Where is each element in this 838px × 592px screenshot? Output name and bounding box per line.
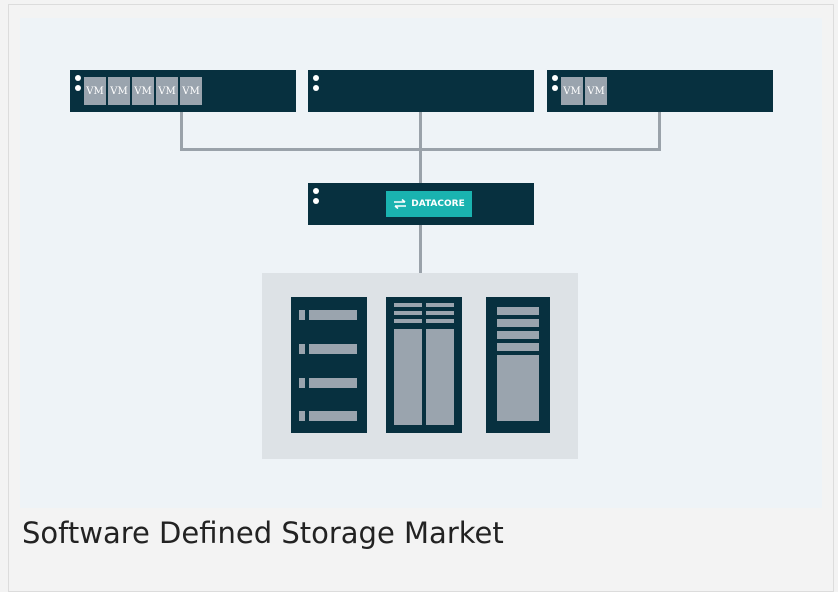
- vm-block: VM: [180, 77, 202, 105]
- drive-slot: [497, 331, 539, 339]
- drive-slot: [497, 343, 539, 351]
- vm-block: VM: [156, 77, 178, 105]
- drive-slot: [394, 303, 422, 307]
- datacore-label: DATACORE: [411, 199, 465, 209]
- datacore-server: DATACORE: [308, 183, 534, 225]
- vm-block: VM: [108, 77, 130, 105]
- host-server-center: [308, 70, 534, 112]
- vm-block: VM: [132, 77, 154, 105]
- status-leds: [313, 188, 319, 208]
- vm-block: VM: [84, 77, 106, 105]
- drive-slot: [299, 378, 305, 388]
- vm-block: VM: [561, 77, 583, 105]
- drive-slot: [497, 307, 539, 315]
- connector-left-vertical: [180, 112, 183, 151]
- drive-slot: [309, 378, 357, 388]
- datacore-logo: DATACORE: [386, 191, 472, 217]
- vm-block: VM: [585, 77, 607, 105]
- host-server-right: VM VM: [547, 70, 773, 112]
- drive-slot: [497, 319, 539, 327]
- connector-right-vertical: [658, 112, 661, 151]
- drive-slot: [426, 311, 454, 315]
- connector-center-vertical: [419, 112, 422, 184]
- drive-bay: [394, 329, 422, 425]
- storage-array-3: [486, 297, 550, 433]
- drive-slot: [299, 344, 305, 354]
- drive-slot: [394, 319, 422, 323]
- drive-slot: [299, 411, 305, 421]
- drive-slot: [309, 344, 357, 354]
- drive-slot: [426, 303, 454, 307]
- storage-pool: [262, 273, 578, 459]
- storage-array-1: [291, 297, 367, 433]
- status-leds: [313, 75, 319, 95]
- storage-array-2: [386, 297, 462, 433]
- drive-slot: [309, 310, 357, 320]
- drive-slot: [426, 319, 454, 323]
- status-leds: [552, 75, 558, 95]
- connector-to-storage: [419, 225, 422, 273]
- host-server-left: VM VM VM VM VM: [70, 70, 296, 112]
- swap-arrows-icon: [394, 199, 407, 209]
- drive-slot: [309, 411, 357, 421]
- drive-slot: [394, 311, 422, 315]
- drive-slot: [299, 310, 305, 320]
- drive-bay: [497, 355, 539, 421]
- figure-caption: Software Defined Storage Market: [22, 516, 504, 550]
- status-leds: [75, 75, 81, 95]
- drive-bay: [426, 329, 454, 425]
